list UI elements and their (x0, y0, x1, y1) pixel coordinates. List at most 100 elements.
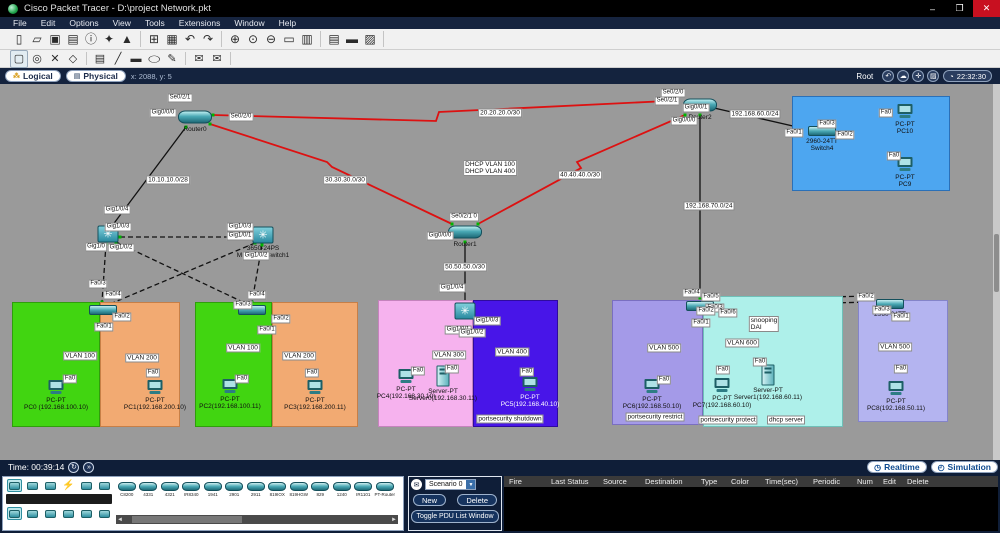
pc8-device[interactable] (888, 381, 904, 395)
zoom-reset-icon[interactable]: ⊙ (247, 32, 259, 46)
fast-forward-icon[interactable]: » (83, 461, 95, 473)
wireless-devices-subcategory[interactable] (61, 507, 76, 520)
menu-item-extensions[interactable]: Extensions (178, 18, 221, 28)
link-dashed[interactable] (101, 243, 107, 303)
new-file-icon[interactable]: ▯ (15, 32, 23, 46)
pc3-device[interactable] (307, 380, 323, 394)
router0-device[interactable] (178, 110, 212, 124)
scroll-left-icon[interactable]: ◄ (117, 516, 123, 523)
pc2-device[interactable] (222, 379, 238, 393)
miscellaneous-category[interactable] (79, 479, 94, 492)
device-model-2911[interactable]: 2911 (245, 478, 267, 512)
server0-device[interactable] (436, 365, 450, 387)
menu-item-help[interactable]: Help (278, 18, 297, 28)
components-category[interactable] (43, 479, 58, 492)
maximize-button[interactable]: ❐ (955, 3, 964, 13)
pc0-device[interactable] (48, 380, 64, 394)
copy-icon[interactable]: ⊞ (148, 32, 160, 46)
device-model-ir8340[interactable]: IR8340 (181, 478, 203, 512)
device-model-829[interactable]: 829 (310, 478, 332, 512)
paste-icon[interactable]: ▦ (166, 32, 178, 46)
switches-subcategory[interactable] (25, 507, 40, 520)
link-serial[interactable] (477, 114, 686, 225)
network-devices-category[interactable] (7, 479, 22, 492)
link-dashed[interactable] (109, 242, 256, 305)
multiuser-category[interactable] (97, 479, 112, 492)
security-subcategory[interactable] (79, 507, 94, 520)
resize-icon[interactable]: ◇ (68, 52, 78, 65)
undo-icon[interactable]: ↶ (184, 32, 196, 46)
inspect-icon[interactable]: ◎ (32, 52, 42, 65)
menu-item-tools[interactable]: Tools (144, 18, 165, 28)
draw-line-icon[interactable]: ╱ (114, 52, 122, 65)
device-model-819hgw[interactable]: 819HGW (288, 478, 310, 512)
draw-freeform-icon[interactable]: ✎ (167, 52, 177, 65)
zoom-in-icon[interactable]: ⊕ (229, 32, 241, 46)
device-model-4331[interactable]: 4331 (138, 478, 160, 512)
notes-icon[interactable]: ▤ (328, 32, 340, 46)
menu-item-edit[interactable]: Edit (40, 18, 56, 28)
device-model-ir1101[interactable]: IR1101 (353, 478, 375, 512)
scenario-select[interactable]: Scenario 0 ▼ (425, 479, 477, 490)
canvas-vscrollbar-thumb[interactable] (994, 234, 999, 292)
redo-icon[interactable]: ↷ (202, 32, 214, 46)
image-icon[interactable]: ▨ (364, 32, 376, 46)
new-scenario-button[interactable]: New (413, 494, 447, 506)
select-icon[interactable]: ▢ (10, 49, 28, 68)
add-complex-pdu-icon[interactable]: ✉ (212, 52, 222, 65)
draw-ellipse-icon[interactable]: ◯ (147, 54, 161, 63)
add-simple-pdu-icon[interactable]: ✉ (194, 52, 204, 65)
delete-scenario-button[interactable]: Delete (457, 494, 497, 506)
hubs-subcategory[interactable] (43, 507, 58, 520)
mls1-device[interactable]: ✳ (252, 226, 274, 244)
link-serial[interactable] (212, 100, 668, 122)
viewport-icon[interactable]: ▨ (927, 70, 940, 82)
pc9-device[interactable] (897, 157, 913, 171)
routers-subcategory[interactable] (7, 507, 22, 520)
device-model-1941[interactable]: 1941 (202, 478, 224, 512)
device-list-scrollbar[interactable]: ◄ ► (116, 515, 398, 524)
device-model-pt-router[interactable]: PT-Router (374, 478, 396, 512)
back-icon[interactable]: ↶ (882, 70, 895, 82)
end-devices-category[interactable] (25, 479, 40, 492)
environment-icon[interactable]: ☁ (897, 70, 910, 82)
tab-physical[interactable]: ▤ Physical (65, 70, 126, 82)
pc1-device[interactable] (147, 380, 163, 394)
place-note-icon[interactable]: ▤ (94, 52, 106, 65)
device-model-2901[interactable]: 2901 (224, 478, 246, 512)
pdu-info-icon[interactable]: ✉ (411, 479, 422, 490)
pc5-device[interactable] (522, 377, 538, 391)
print-icon[interactable]: ▤ (67, 32, 79, 46)
menu-item-options[interactable]: Options (69, 18, 99, 28)
legend-icon[interactable]: ▥ (301, 32, 313, 46)
network-meter-icon[interactable]: ✦ (103, 32, 115, 46)
menu-item-window[interactable]: Window (234, 18, 265, 28)
link-dashed[interactable] (115, 241, 248, 305)
tab-simulation[interactable]: ◴ Simulation (930, 461, 998, 473)
device-list-scrollbar-thumb[interactable] (132, 516, 242, 523)
tab-realtime[interactable]: ◷ Realtime (867, 461, 927, 473)
device-model-c8200[interactable]: C8200 (116, 478, 138, 512)
wan-emulation-subcategory[interactable] (97, 507, 112, 520)
connections-category[interactable]: ⚡ (62, 480, 75, 491)
device-model-4321[interactable]: 4321 (159, 478, 181, 512)
link-solid[interactable] (713, 107, 807, 130)
close-button[interactable]: ✕ (973, 0, 1000, 17)
save-icon[interactable]: ▣ (49, 32, 61, 46)
rectangle-view-icon[interactable]: ▭ (283, 32, 295, 46)
activity-wizard-icon[interactable]: ⓘ (84, 32, 97, 46)
drawing-icon[interactable]: ▲ (121, 32, 133, 46)
canvas-vscrollbar[interactable] (993, 84, 1000, 460)
toggle-pdu-list-button[interactable]: Toggle PDU List Window (411, 510, 499, 523)
pc10-device[interactable] (897, 104, 913, 118)
switch-a-device[interactable] (89, 305, 117, 315)
minimize-button[interactable]: – (929, 3, 935, 14)
server1-device[interactable] (761, 364, 775, 386)
topology-canvas[interactable]: Router0Router1Router2✳✳3650-24PSMultilay… (0, 84, 1000, 460)
open-file-icon[interactable]: ▱ (32, 32, 42, 46)
menu-item-file[interactable]: File (13, 18, 27, 28)
power-cycle-icon[interactable]: ↻ (68, 461, 80, 473)
delete-icon[interactable]: ✕ (50, 52, 60, 65)
mls2-device[interactable]: ✳ (454, 302, 476, 320)
zoom-out-icon[interactable]: ⊖ (265, 32, 277, 46)
